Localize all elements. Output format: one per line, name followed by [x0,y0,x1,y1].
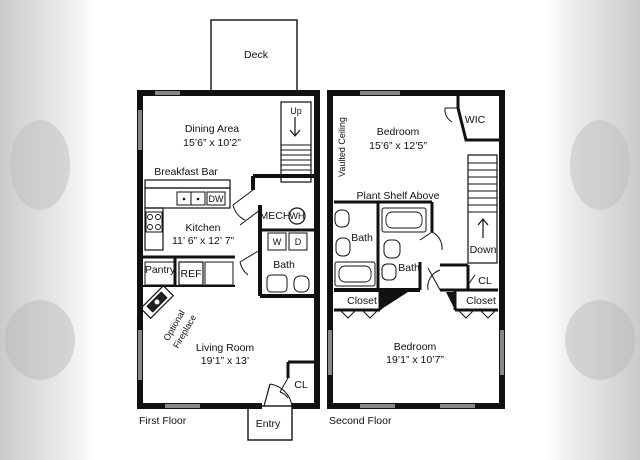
backdrop-blob [10,120,70,210]
refrigerator-label: REF [181,268,202,280]
dishwasher-label: DW [209,194,224,204]
closet-bifold-door [457,309,475,319]
fireplace [139,284,175,320]
washer-label: W [273,237,282,247]
entry-door [263,383,271,407]
first-floor-caption: First Floor [139,415,187,427]
kitchen-label: Kitchen [185,222,220,234]
bath-door [239,249,261,263]
blurred-backdrop-left [0,0,95,460]
second-floor-caption: Second Floor [329,415,392,427]
backdrop-blob [565,300,635,380]
second-floor-exterior-wall [327,90,505,409]
entry-porch [247,405,293,441]
breakfast-bar-counter [144,179,231,189]
stove [145,211,163,233]
bath-sink [335,237,351,257]
dining-area-dims: 15’6” x 10’2” [183,137,241,149]
toilet [381,263,397,281]
mech-label: MECH [260,210,291,222]
second-floor-plan [327,90,505,409]
living-room-label: Living Room [196,342,255,354]
deck-label: Deck [244,49,269,61]
breakfast-bar-label: Breakfast Bar [154,166,218,178]
bath2-label: Bath [398,262,420,274]
kitchen-counter-left [144,207,164,251]
labels: Deck Up Dining Area 15’6” x 10’2” Breakf… [139,49,497,430]
first-floor-plan [137,19,320,441]
plant-shelf-label: Plant Shelf Above [357,190,440,202]
first-floor-exterior-wall [137,90,320,409]
toilet [334,209,350,228]
washer [267,232,287,251]
bath-sink [383,239,401,259]
water-heater-label: WH [290,211,305,221]
stairs-up-label: Up [290,106,302,116]
closet1-label: Closet [347,295,377,307]
bathtub [334,261,376,287]
kitchen-counter-upper [144,187,231,209]
blurred-backdrop-right [545,0,640,460]
bedroom2-dims: 19’1” x 10’7” [386,354,444,366]
dishwasher [206,191,226,206]
entry-label: Entry [256,418,281,430]
walk-in-closet-wall [456,93,502,142]
water-heater [288,207,306,225]
backdrop-blob [5,300,75,380]
closet2-label: Closet [466,295,496,307]
pantry-label: Pantry [145,264,176,276]
closet-door [279,377,289,393]
chase-fill [446,292,455,310]
backdrop-blob [570,120,630,210]
dryer [288,232,308,251]
bedroom2-label: Bedroom [394,341,437,353]
entry-door-swing [269,383,293,407]
dryer-label: D [295,237,302,247]
bath1-label: Bath [351,232,373,244]
living-room-dims: 19’1” x 13’ [201,355,249,367]
closet-cl-label: CL [478,275,492,287]
stairs-down-label: Down [470,244,497,256]
dining-area-label: Dining Area [185,123,239,135]
kitchen-dims: 11’ 6” x 12’ 7” [172,235,235,247]
wic-label: WIC [465,114,486,126]
bath-label: Bath [273,259,295,271]
closet-bifold-door [339,309,357,319]
chase-fill [380,292,408,310]
bedroom1-label: Bedroom [377,126,420,138]
mech-door [232,189,254,206]
toilet [293,275,310,293]
stairs-down [467,154,498,264]
stairs-up [280,101,312,183]
kitchen-counter-lower [204,261,234,286]
vaulted-ceiling-label: Vaulted Ceiling [337,117,347,177]
bathtub [381,207,427,233]
bedroom1-dims: 15’6” x 12’5” [369,140,427,152]
bath-sink [266,274,288,293]
coat-closet-label: CL [294,379,308,391]
